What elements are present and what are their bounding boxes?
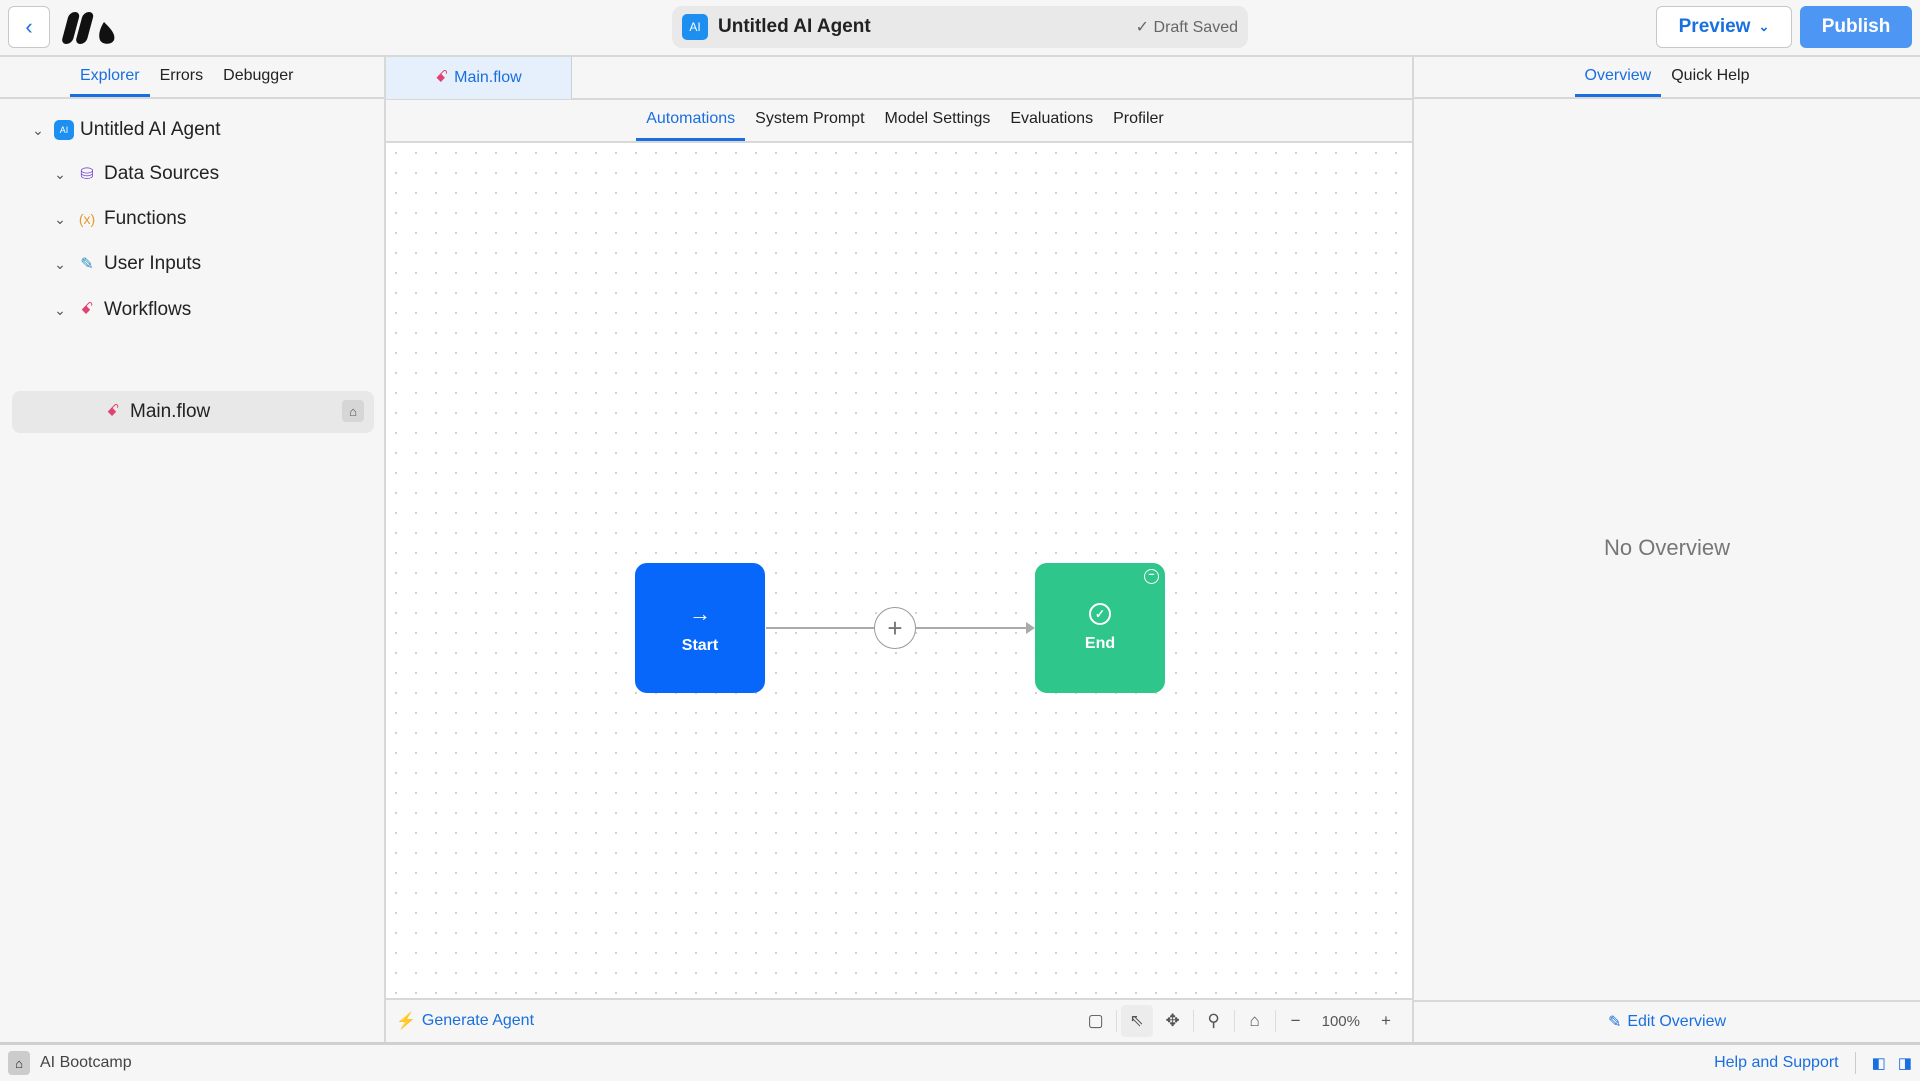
workflow-icon: ꗃ (435, 69, 449, 86)
agent-title-pill[interactable]: AI Untitled AI Agent ✓ Draft Saved (672, 6, 1248, 48)
magic-wand-icon: ⚡ (396, 1013, 416, 1030)
tab-model-settings[interactable]: Model Settings (884, 110, 991, 127)
pointer-icon[interactable]: ⇖ (1120, 1005, 1153, 1037)
check-icon: ✓ (1135, 19, 1154, 36)
ai-badge-icon: AI (54, 120, 74, 140)
database-icon: ⛁ (80, 166, 94, 183)
back-button[interactable]: ‹ (8, 6, 50, 48)
tab-automations[interactable]: Automations (636, 100, 746, 141)
chevron-down-icon[interactable]: ⌄ (54, 210, 66, 227)
left-tabs: Explorer Errors Debugger (0, 57, 384, 99)
zoom-out-button[interactable]: − (1290, 1011, 1301, 1030)
agent-title: Untitled AI Agent (718, 16, 871, 37)
workflow-icon: ꗃ (80, 301, 94, 318)
app-logo (62, 12, 115, 44)
tab-errors[interactable]: Errors (159, 66, 204, 84)
publish-button[interactable]: Publish (1800, 6, 1912, 48)
chevron-down-icon[interactable]: ⌄ (32, 121, 44, 138)
divider (1854, 1052, 1856, 1074)
start-node[interactable]: →Start (635, 563, 765, 693)
tree-item-functions[interactable]: ⌄(x)Functions (50, 199, 186, 239)
right-tabs: Overview Quick Help (1414, 57, 1920, 99)
chevron-down-icon: ⌄ (1758, 19, 1770, 34)
workspace-name[interactable]: AI Bootcamp (40, 1054, 132, 1071)
home-icon[interactable]: ⌂ (8, 1051, 30, 1075)
top-bar: ‹ AI Untitled AI Agent ✓ Draft Saved Pre… (0, 0, 1920, 57)
edit-overview-button[interactable]: ✎Edit Overview (1414, 1000, 1920, 1042)
add-step-button[interactable]: + (874, 607, 916, 649)
editor-subtabs: Automations System Prompt Model Settings… (386, 100, 1414, 143)
tab-quick-help[interactable]: Quick Help (1671, 66, 1750, 84)
flow-edge (766, 622, 1035, 634)
toggle-left-panel-icon[interactable]: ◧ (1871, 1055, 1886, 1072)
auto-layout-icon[interactable]: ⚲ (1207, 1011, 1220, 1030)
chevron-down-icon[interactable]: ⌄ (54, 301, 66, 318)
overview-panel: Overview Quick Help No Overview ✎Edit Ov… (1414, 57, 1920, 1042)
tree-item-data-sources[interactable]: ⌄⛁Data Sources (50, 154, 219, 194)
check-circle-icon: ✓ (1089, 603, 1111, 625)
tab-debugger[interactable]: Debugger (223, 66, 294, 84)
tree-item-user-inputs[interactable]: ⌄✎User Inputs (50, 244, 201, 284)
workflow-icon: ꗃ (106, 403, 120, 420)
home-icon[interactable]: ⌂ (342, 400, 364, 422)
tab-profiler[interactable]: Profiler (1113, 110, 1164, 127)
function-icon: (x) (78, 211, 96, 227)
ai-badge-icon: AI (682, 14, 708, 40)
help-support-link[interactable]: Help and Support (1714, 1054, 1839, 1071)
canvas-toolbar: ⚡Generate Agent ▢ ⇖ ✥ ⚲ ⌂ − 100% + (386, 1000, 1412, 1042)
home-icon[interactable]: ⌂ (1249, 1011, 1260, 1030)
save-status: ✓ Draft Saved (1135, 19, 1238, 36)
preview-button[interactable]: Preview⌄ (1656, 6, 1792, 48)
tab-explorer[interactable]: Explorer (70, 57, 150, 97)
tree-item-main-flow[interactable]: ⌂ (12, 391, 374, 433)
pan-icon[interactable]: ✥ (1165, 1011, 1180, 1030)
generate-agent-button[interactable]: ⚡Generate Agent (396, 1012, 535, 1030)
arrow-right-icon: → (689, 601, 711, 626)
end-node[interactable]: − ✓End (1035, 563, 1165, 693)
sticky-note-icon[interactable]: ▢ (1087, 1011, 1104, 1030)
edit-icon: ✎ (80, 256, 94, 273)
chevron-down-icon[interactable]: ⌄ (54, 165, 66, 182)
empty-overview-text: No Overview (1604, 535, 1730, 560)
zoom-level: 100% (1321, 1012, 1360, 1030)
zoom-in-button[interactable]: + (1381, 1011, 1391, 1030)
flow-canvas[interactable]: + →Start − ✓End (386, 143, 1412, 1000)
edit-icon: ✎ (1607, 1014, 1622, 1031)
tab-overview[interactable]: Overview (1574, 57, 1662, 97)
toggle-right-panel-icon[interactable]: ◨ (1897, 1055, 1912, 1072)
status-bar: ⌂ AI Bootcamp Help and Support ◧ ◨ (0, 1042, 1920, 1081)
remove-icon[interactable]: − (1144, 569, 1159, 584)
chevron-down-icon[interactable]: ⌄ (54, 255, 66, 272)
chevron-left-icon: ‹ (25, 14, 33, 39)
tab-evaluations[interactable]: Evaluations (1010, 110, 1094, 127)
tab-system-prompt[interactable]: System Prompt (755, 110, 865, 127)
